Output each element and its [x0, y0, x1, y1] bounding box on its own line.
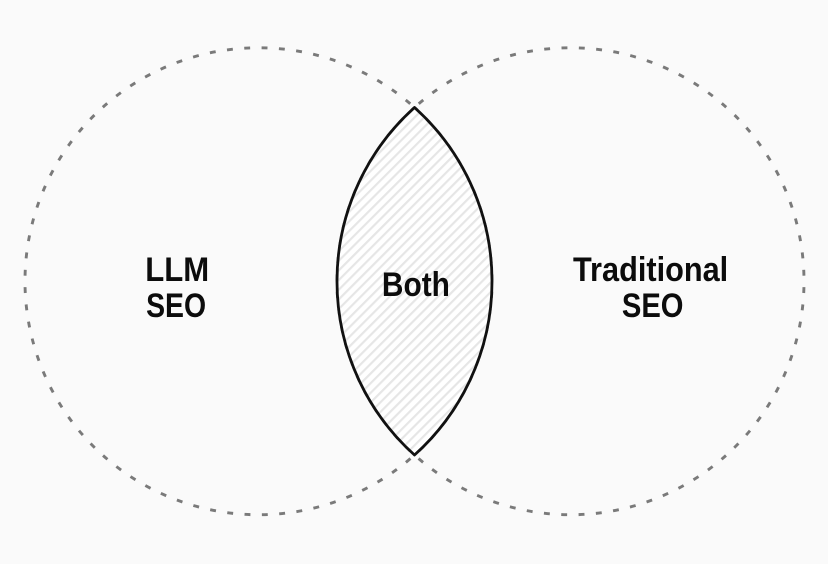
svg-text:SEO: SEO — [146, 287, 206, 325]
svg-text:LLM: LLM — [145, 251, 209, 289]
svg-text:Traditional: Traditional — [573, 251, 728, 289]
svg-text:Both: Both — [382, 266, 450, 304]
svg-text:SEO: SEO — [622, 287, 684, 325]
